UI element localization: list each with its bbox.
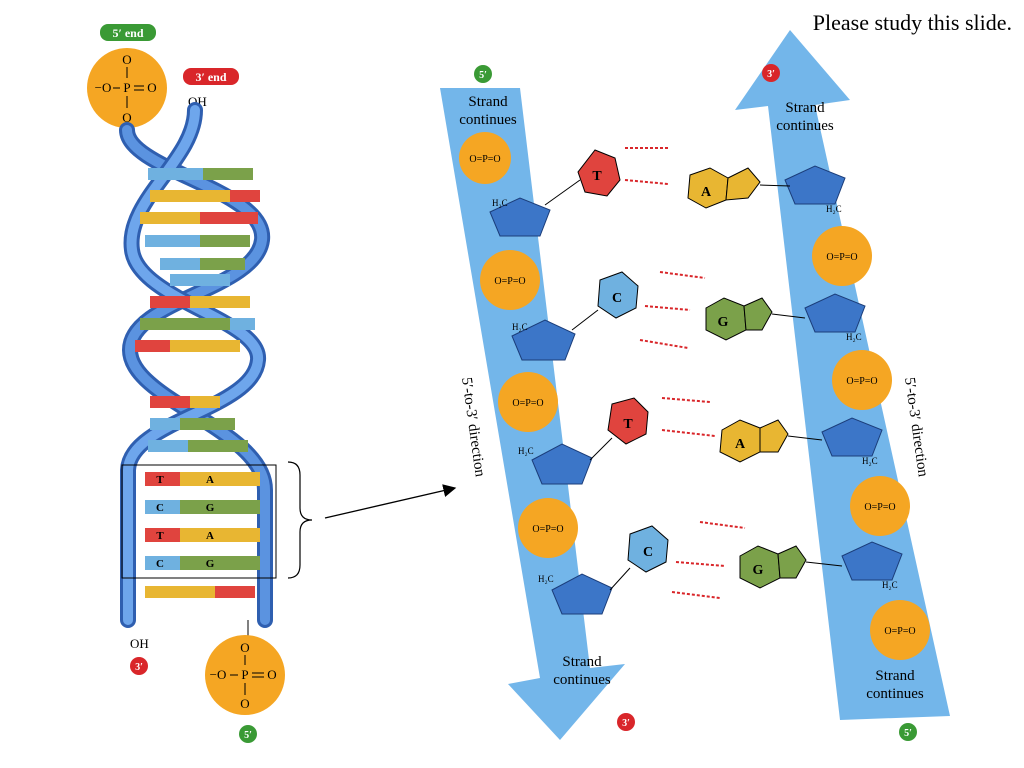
svg-text:O=P=O: O=P=O: [846, 376, 877, 387]
svg-text:P: P: [241, 667, 248, 682]
svg-text:H₂C: H₂C: [538, 574, 554, 584]
right-strand-bottom-label-1: Strand: [875, 668, 915, 684]
detail-pair-4-left: C: [643, 545, 653, 560]
svg-text:O: O: [122, 52, 131, 67]
detail-pair-2-left: C: [612, 291, 622, 306]
highlight-box: [121, 464, 277, 579]
three-prime-bottom-label: 3′: [135, 662, 143, 673]
left-phosphates: O=P=O O=P=O O=P=O O=P=O: [459, 132, 578, 558]
left-strand-bottom-label-1: Strand: [562, 654, 602, 670]
right-strand-bottom-marker-label: 5′: [904, 728, 912, 739]
left-strand-bottom-label-2: continues: [553, 672, 611, 688]
five-prime-end-badge: 5′ end: [100, 24, 156, 41]
boxed-pairs: T A C G T A C G: [145, 472, 260, 570]
detail-pair-3-right: A: [735, 437, 746, 452]
svg-text:H₂C: H₂C: [518, 446, 534, 456]
svg-text:O: O: [240, 640, 249, 655]
svg-text:O: O: [240, 696, 249, 711]
boxed-pair-2-left: C: [156, 502, 164, 514]
detail-base-pair-3: T A: [589, 397, 823, 463]
svg-text:O: O: [267, 667, 276, 682]
right-strand-top-marker-label: 3′: [767, 69, 775, 80]
helix-rungs: [135, 168, 260, 598]
detail-pair-1-left: T: [592, 169, 602, 184]
svg-text:−O: −O: [95, 80, 112, 95]
three-prime-bottom-badge: [130, 657, 148, 675]
slide-note: Please study this slide.: [812, 10, 1012, 35]
boxed-pair-1-right: A: [206, 474, 214, 486]
right-strand-top-marker: [762, 64, 780, 82]
right-strand-bottom-label-2: continues: [866, 686, 924, 702]
right-phosphates: O=P=O O=P=O O=P=O O=P=O: [812, 226, 930, 660]
three-prime-end-badge: 3′ end: [183, 68, 239, 85]
left-strand-top-marker-label: 5′: [479, 70, 487, 81]
svg-text:H₂C: H₂C: [826, 204, 842, 214]
svg-text:O=P=O: O=P=O: [494, 276, 525, 287]
svg-text:O=P=O: O=P=O: [884, 626, 915, 637]
right-strand-top-label-1: Strand: [785, 100, 825, 116]
detail-pair-3-left: T: [623, 417, 633, 432]
svg-text:O=P=O: O=P=O: [512, 398, 543, 409]
svg-text:P: P: [123, 80, 130, 95]
oh-bottom-label: OH: [130, 636, 149, 651]
boxed-pair-2-right: G: [206, 502, 215, 514]
bracket: [287, 461, 313, 579]
left-strand-top-marker: [474, 65, 492, 83]
right-strand-top-label-2: continues: [776, 118, 834, 134]
left-helix: 5′ end 3′ end OH O −O P O O: [87, 24, 457, 743]
detail-view: 5′ 3′ 3′ 5′ Strand continues Strand cont…: [440, 30, 950, 741]
three-prime-end-label: 3′ end: [195, 70, 226, 84]
svg-text:H₂C: H₂C: [512, 322, 528, 332]
svg-text:O: O: [147, 80, 156, 95]
left-strand-bottom-marker: [617, 713, 635, 731]
left-strand-top-label-1: Strand: [468, 94, 508, 110]
zoom-arrow: [324, 484, 457, 519]
bottom-phosphate: O −O P O O: [205, 620, 285, 715]
five-prime-bottom-badge: [239, 725, 257, 743]
detail-pair-4-right: G: [753, 563, 764, 578]
svg-text:O=P=O: O=P=O: [826, 252, 857, 263]
svg-text:O: O: [122, 110, 131, 125]
svg-text:−O: −O: [210, 667, 227, 682]
svg-text:H₂C: H₂C: [846, 332, 862, 342]
right-strand-bottom-marker: [899, 723, 917, 741]
detail-base-pair-4: C G: [609, 521, 843, 599]
boxed-pair-3-right: A: [206, 530, 214, 542]
detail-pair-1-right: A: [701, 185, 712, 200]
svg-text:O=P=O: O=P=O: [532, 524, 563, 535]
left-strand-top-label-2: continues: [459, 112, 517, 128]
svg-text:O=P=O: O=P=O: [469, 154, 500, 165]
five-prime-end-label: 5′ end: [112, 26, 143, 40]
left-strand-direction-label: 5′-to-3′ direction: [458, 376, 488, 478]
svg-text:H₂C: H₂C: [882, 580, 898, 590]
boxed-pair-3-left: T: [156, 530, 164, 542]
detail-base-pair-1: T A: [544, 147, 791, 209]
svg-text:H₂C: H₂C: [862, 456, 878, 466]
right-strand-direction-label: 5′-to-3′ direction: [901, 376, 931, 478]
svg-text:H₂C: H₂C: [492, 198, 508, 208]
boxed-pair-1-left: T: [156, 474, 164, 486]
left-sugars: H₂C H₂C H₂C H₂C: [489, 197, 613, 615]
svg-text:O=P=O: O=P=O: [864, 502, 895, 513]
boxed-pair-4-left: C: [156, 558, 164, 570]
top-phosphate: O −O P O O: [87, 48, 167, 128]
detail-pair-2-right: G: [718, 315, 729, 330]
detail-base-pair-2: C G: [571, 271, 806, 349]
left-strand-bottom-marker-label: 3′: [622, 718, 630, 729]
right-sugars: H₂C H₂C H₂C H₂C: [784, 165, 903, 590]
boxed-pair-4-right: G: [206, 558, 215, 570]
five-prime-bottom-label: 5′: [244, 730, 252, 741]
